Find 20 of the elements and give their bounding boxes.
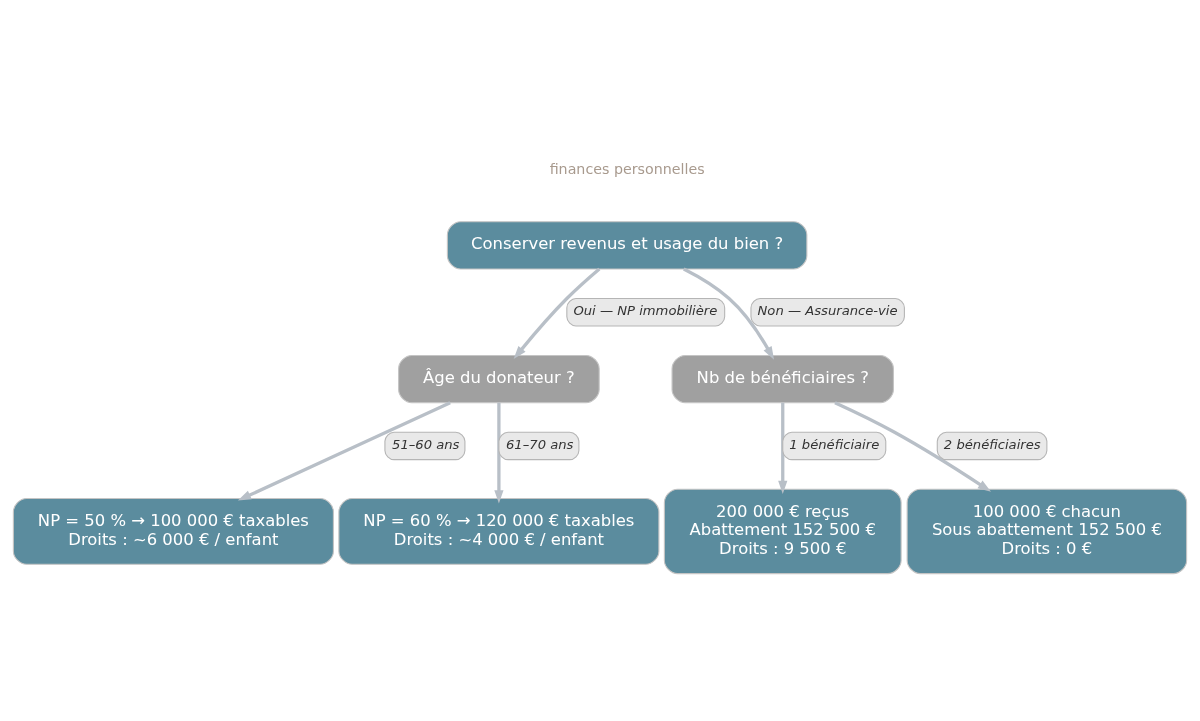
edge-label: 51–60 ans: [392, 436, 460, 452]
arrow: [494, 402, 504, 503]
node-box: NP = 60 % → 120 000 € taxables Droits : ~4 000 € / enfant: [338, 497, 660, 565]
node-box: NP = 50 % → 100 000 € taxables Droits : ~6 000 € / enfant: [12, 497, 334, 565]
edge-label: Non — Assurance-vie: [757, 302, 898, 318]
label: finances personnelles: [549, 160, 705, 177]
node-box: Âge du donateur ?: [398, 354, 600, 403]
arrow: [237, 400, 451, 501]
edge-label: Oui — NP immobilière: [573, 302, 718, 318]
node-box: Nb de bénéficiaires ?: [671, 354, 894, 403]
edge-label: 1 bénéficiaire: [789, 436, 880, 452]
node-box: 200 000 € reçus Abattement 152 500 € Droits : 9 500 €: [663, 488, 902, 574]
arrow: [513, 267, 601, 359]
arrow: [778, 402, 788, 494]
arrow: [834, 400, 992, 492]
node-box: Conserver revenus et usage du bien ?: [446, 220, 808, 269]
node-box: 100 000 € chacun Sous abattement 152 500 € Droits : 0 €: [906, 488, 1188, 574]
edge-label: 61–70 ans: [506, 436, 574, 452]
arrow: [683, 267, 775, 360]
edge-label: 2 bénéficiaires: [943, 436, 1041, 452]
